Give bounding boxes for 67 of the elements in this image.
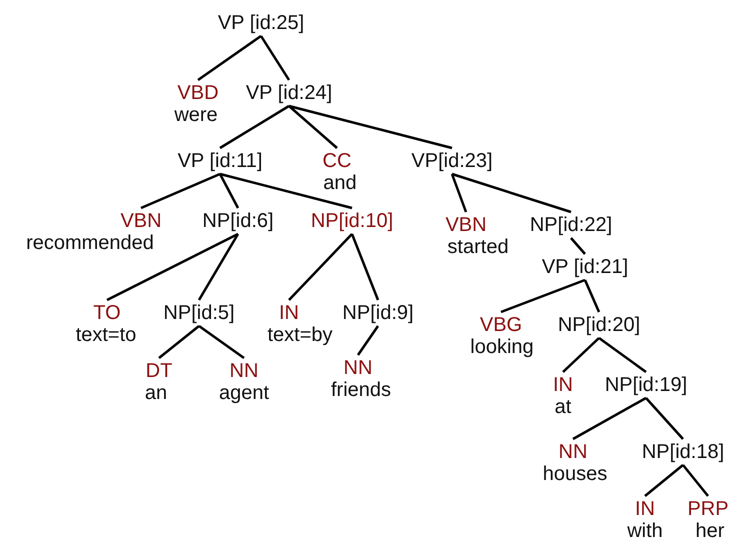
tree-branch <box>350 234 380 300</box>
tree-branch <box>219 104 290 150</box>
word: friends <box>330 379 392 401</box>
tree-branch <box>356 325 380 356</box>
tree-branch <box>572 396 647 440</box>
pos-tag: NN <box>558 441 588 463</box>
tree-branch <box>218 173 240 209</box>
word: started <box>447 236 509 258</box>
phrase-label: NP[id:22] <box>530 214 612 236</box>
phrase-label: NP[id:5] <box>163 302 235 324</box>
word: with <box>627 520 663 542</box>
phrase-label: NP[id:6] <box>202 210 274 232</box>
pos-tag: DT <box>146 360 172 382</box>
phrase-label: NP[id:9] <box>342 302 414 324</box>
pos-tag: VBN <box>445 214 487 236</box>
word: and <box>323 172 357 194</box>
tree-branch <box>645 397 684 440</box>
tree-branch <box>500 278 586 314</box>
tree-branch <box>450 174 468 212</box>
tree-branch <box>198 233 240 301</box>
tree-branch <box>198 324 245 360</box>
tree-branch <box>562 337 600 373</box>
word: text=by <box>267 324 333 346</box>
word: her <box>696 520 724 542</box>
word: were <box>174 104 218 126</box>
phrase-label: VP [id:24] <box>246 82 332 104</box>
tree-branch <box>288 105 338 149</box>
tree-branch <box>644 464 684 497</box>
tree-branch <box>682 464 709 497</box>
tree-branch <box>452 172 572 214</box>
tree-branch <box>140 172 220 210</box>
word: an <box>144 382 168 404</box>
word: recommended <box>26 232 154 254</box>
pos-tag: VBN <box>120 210 162 232</box>
tree-branch <box>106 232 239 302</box>
phrase-label: NP[id:20] <box>558 314 640 336</box>
pos-tag: PRP <box>687 498 729 520</box>
phrase-label: VP [id:21] <box>542 256 628 278</box>
word: at <box>554 396 572 418</box>
tree-branch <box>260 35 290 81</box>
phrase-label: VP [id:11] <box>178 150 262 172</box>
phrase-label: VP [id:25] <box>218 12 304 34</box>
tree-branch <box>220 172 352 210</box>
tree-branch <box>158 325 200 359</box>
tree-branch <box>598 336 647 374</box>
word: agent <box>218 382 270 404</box>
pos-tag: TO <box>93 302 121 324</box>
word: text=to <box>76 324 136 346</box>
tree-branch <box>288 233 353 301</box>
pos-tag: IN <box>553 374 573 396</box>
tree-branch <box>197 34 262 82</box>
pos-tag: NN <box>230 360 258 382</box>
phrase-label: VP[id:23] <box>411 150 493 172</box>
pos-tag: IN <box>634 498 655 520</box>
pos-tag: VBG <box>480 314 522 336</box>
pos-tag: VBD <box>177 82 219 104</box>
pos-tag: NN <box>344 357 372 379</box>
tree-branch <box>288 104 452 150</box>
pos-tag: CC <box>322 150 352 172</box>
phrase-label: NP[id:18] <box>642 441 724 463</box>
tree-branch <box>570 237 586 255</box>
tree-branch <box>584 280 600 312</box>
pos-tag: IN <box>278 302 299 324</box>
word: houses <box>542 463 608 485</box>
word: looking <box>470 336 534 358</box>
phrase-label: NP[id:19] <box>604 374 688 396</box>
phrase-label: NP[id:10] <box>310 210 394 232</box>
